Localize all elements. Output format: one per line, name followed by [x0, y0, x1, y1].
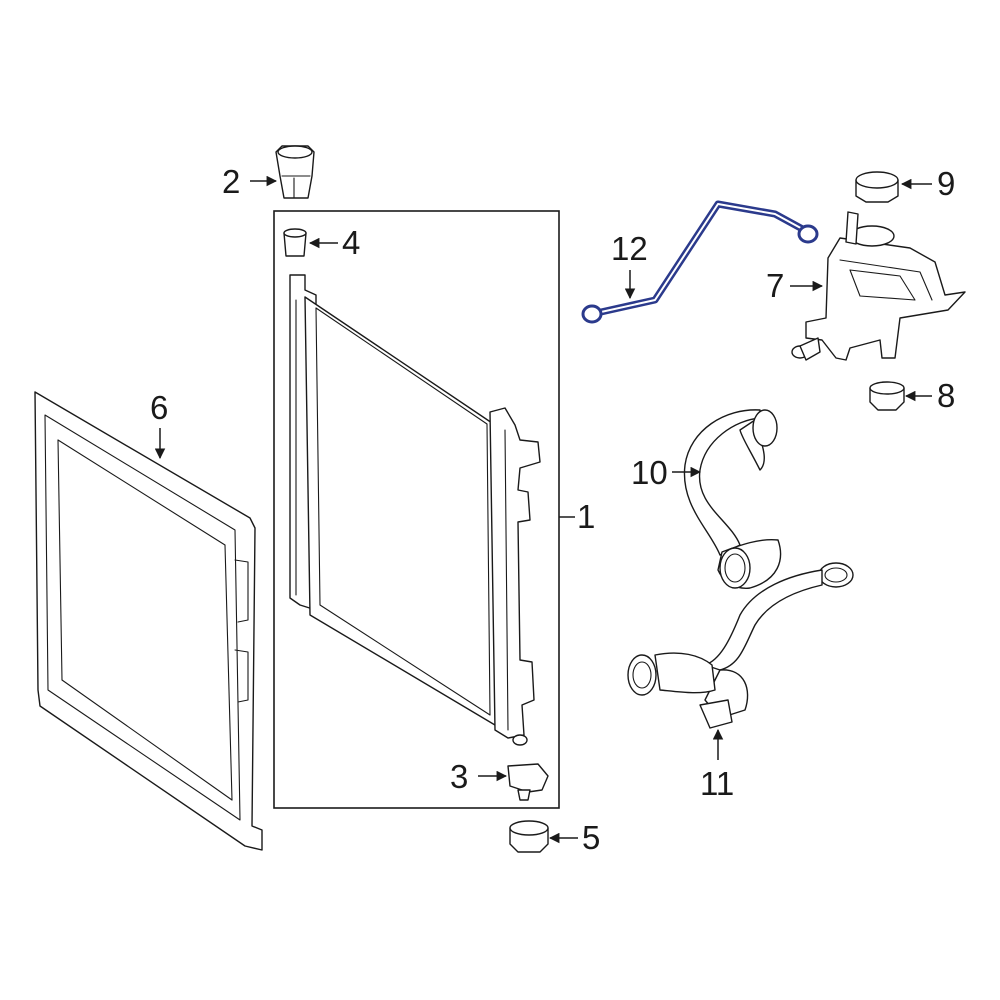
callout-group-2: 2 — [222, 163, 278, 200]
shroud-illustration — [34, 391, 263, 851]
callout-group-4: 4 — [308, 224, 360, 261]
callout-group-9: 9 — [900, 165, 955, 202]
grommet-illustration — [509, 820, 549, 853]
callout-9: 9 — [937, 165, 955, 202]
callout-3: 3 — [450, 758, 468, 795]
callout-group-3: 3 — [450, 758, 508, 795]
callout-group-10: 10 — [631, 454, 702, 491]
callout-1: 1 — [577, 498, 595, 535]
callout-group-7: 7 — [766, 267, 824, 304]
bracket-illustration — [507, 763, 549, 801]
callout-7: 7 — [766, 267, 784, 304]
sleeve-illustration — [283, 228, 307, 257]
callout-group-11: 11 — [700, 728, 734, 802]
callout-4: 4 — [342, 224, 360, 261]
callout-2: 2 — [222, 163, 240, 200]
callout-11: 11 — [700, 765, 734, 802]
callout-group-6: 6 — [150, 389, 168, 460]
callout-group-1: 1 — [559, 498, 595, 535]
callout-group-12: 12 — [611, 230, 648, 300]
callout-10: 10 — [631, 454, 668, 491]
callout-8: 8 — [937, 377, 955, 414]
lower-hose-illustration — [627, 562, 854, 729]
callout-group-5: 5 — [548, 819, 600, 856]
callout-group-8: 8 — [904, 377, 955, 414]
callout-5: 5 — [582, 819, 600, 856]
radiator-illustration — [289, 274, 541, 746]
radiator-cap-illustration — [275, 145, 315, 199]
callout-12: 12 — [611, 230, 648, 267]
tank-cap-illustration — [855, 171, 899, 203]
radiator-assembly-frame — [273, 210, 560, 809]
vent-hose-illustration — [581, 200, 819, 324]
tank-grommet-illustration — [869, 381, 905, 411]
callout-6: 6 — [150, 389, 168, 426]
upper-hose-illustration — [683, 409, 782, 589]
expansion-tank-illustration — [791, 211, 966, 361]
